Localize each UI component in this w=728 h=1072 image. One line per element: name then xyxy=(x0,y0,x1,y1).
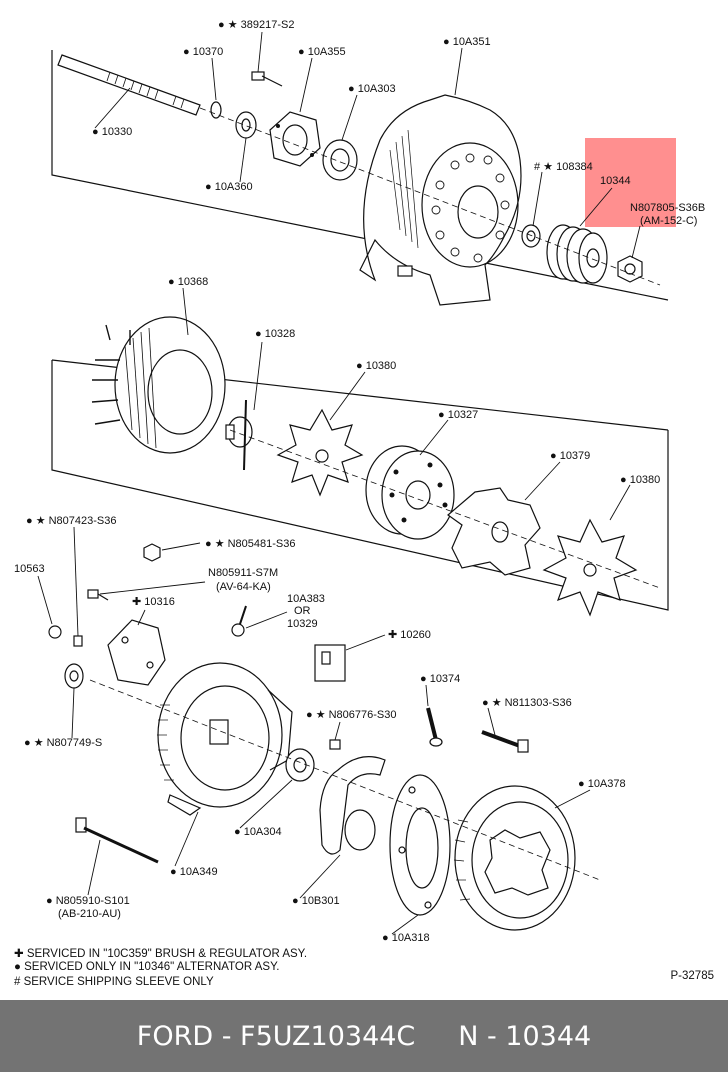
label-or: OR xyxy=(294,605,311,617)
label-10A303: ● 10A303 xyxy=(348,83,396,95)
rear-housing-10349 xyxy=(157,662,293,816)
legend-line-brush: ✚ SERVICED IN "10C359" BRUSH & REGULATOR… xyxy=(14,948,308,960)
leader-lines xyxy=(37,31,641,935)
bearing-10A360 xyxy=(235,111,257,139)
shield-10A318 xyxy=(389,774,451,916)
fan-10380-rear xyxy=(542,518,638,617)
label-10A383: 10A383 xyxy=(287,593,325,605)
fan-10380-front xyxy=(276,408,364,497)
label-10330: ● 10330 xyxy=(92,126,132,138)
seal-N807749 xyxy=(64,663,84,689)
label-108384: # ★ 108384 xyxy=(534,161,593,173)
label-10380-rear: ● 10380 xyxy=(620,474,660,486)
nut-N807805 xyxy=(617,255,643,283)
footer-brand-part: FORD - F5UZ10344C xyxy=(136,1020,416,1052)
label-10563: 10563 xyxy=(14,563,45,575)
label-10380-front: ● 10380 xyxy=(356,360,396,372)
label-10329: 10329 xyxy=(287,618,318,630)
label-N811303-S36: ● ★ N811303-S36 xyxy=(482,697,572,709)
screw-N806776 xyxy=(329,739,341,750)
bearing-10A303 xyxy=(322,139,358,181)
rotor-pole-10379 xyxy=(447,487,541,576)
spacer-10A384 xyxy=(521,224,541,248)
nut-N805481 xyxy=(143,543,161,562)
footer-number: N - 10344 xyxy=(458,1020,592,1052)
label-389217-S2: ● ★ 389217-S2 xyxy=(218,19,294,31)
label-10A378: ● 10A378 xyxy=(578,778,626,790)
figure-reference: P-32785 xyxy=(670,970,714,982)
label-10A304: ● 10A304 xyxy=(234,826,282,838)
rectifier-10316 xyxy=(107,619,166,686)
part-number-footer: FORD - F5UZ10344C N - 10344 xyxy=(0,1000,728,1072)
bolt-389217 xyxy=(251,71,283,87)
label-N805481-S36: ● ★ N805481-S36 xyxy=(205,538,296,550)
nut-10563 xyxy=(48,625,62,639)
label-10327: ● 10327 xyxy=(438,409,478,421)
label-10374: ● 10374 xyxy=(420,673,460,685)
label-10A360: ● 10A360 xyxy=(205,181,253,193)
label-N807749-S: ● ★ N807749-S xyxy=(24,737,102,749)
label-10328: ● 10328 xyxy=(255,328,295,340)
legend-line-alternator: ● SERVICED ONLY IN "10346" ALTERNATOR AS… xyxy=(14,961,280,973)
label-10A349: ● 10A349 xyxy=(170,866,218,878)
label-AV-64-KA: (AV-64-KA) xyxy=(216,581,271,593)
label-N805911-S7M: N805911-S7M xyxy=(208,567,278,579)
label-AM-152-C: (AM-152-C) xyxy=(640,215,697,227)
label-10A351: ● 10A351 xyxy=(443,36,491,48)
label-10368: ● 10368 xyxy=(168,276,208,288)
label-10370: ● 10370 xyxy=(183,46,223,58)
label-10A318: ● 10A318 xyxy=(382,932,430,944)
rear-cover-10A378 xyxy=(453,785,576,931)
bolt-N805910 xyxy=(75,817,159,864)
screw-N805911 xyxy=(87,589,109,601)
terminal-10A383 xyxy=(231,605,247,637)
retainer-plate-10A355 xyxy=(269,111,321,167)
rotor-shaft-10330 xyxy=(57,54,201,116)
legend-line-sleeve: # SERVICE SHIPPING SLEEVE ONLY xyxy=(14,976,214,988)
highlight-box-10344 xyxy=(585,138,676,227)
part-labels: ● ★ 389217-S2 ● 10370 ● 10A355 ● 10A351 … xyxy=(14,19,705,944)
label-AB-210-AU: (AB-210-AU) xyxy=(58,908,121,920)
label-10B301: ● 10B301 xyxy=(292,895,340,907)
pulley-10344 xyxy=(546,224,608,284)
label-10316: ✚ 10316 xyxy=(132,596,175,608)
stator-10368 xyxy=(91,316,226,454)
rotor-pole-10327 xyxy=(365,445,455,540)
bearing-10A304 xyxy=(285,748,315,782)
label-10260: ✚ 10260 xyxy=(388,629,431,641)
screw-N807423 xyxy=(73,635,83,647)
rotor-coil-10328 xyxy=(225,399,253,471)
pin-10374 xyxy=(426,707,443,747)
label-N806776-S30: ● ★ N806776-S30 xyxy=(306,709,397,721)
label-N805910-S101: ● N805910-S101 xyxy=(46,895,130,907)
footer-gap xyxy=(415,1021,458,1052)
label-10379: ● 10379 xyxy=(550,450,590,462)
shield-10B301 xyxy=(319,756,386,855)
snap-ring-10370 xyxy=(210,101,222,119)
front-housing-10A351 xyxy=(359,94,522,306)
exploded-parts-diagram: ● ★ 389217-S2 ● 10370 ● 10A355 ● 10A351 … xyxy=(14,19,705,944)
bolt-N811303 xyxy=(481,730,529,753)
label-N807805-S36B: N807805-S36B xyxy=(630,202,705,214)
label-10A355: ● 10A355 xyxy=(298,46,346,58)
brush-holder-10260 xyxy=(314,644,346,682)
label-10344: 10344 xyxy=(600,175,631,187)
label-N807423-S36: ● ★ N807423-S36 xyxy=(26,515,117,527)
